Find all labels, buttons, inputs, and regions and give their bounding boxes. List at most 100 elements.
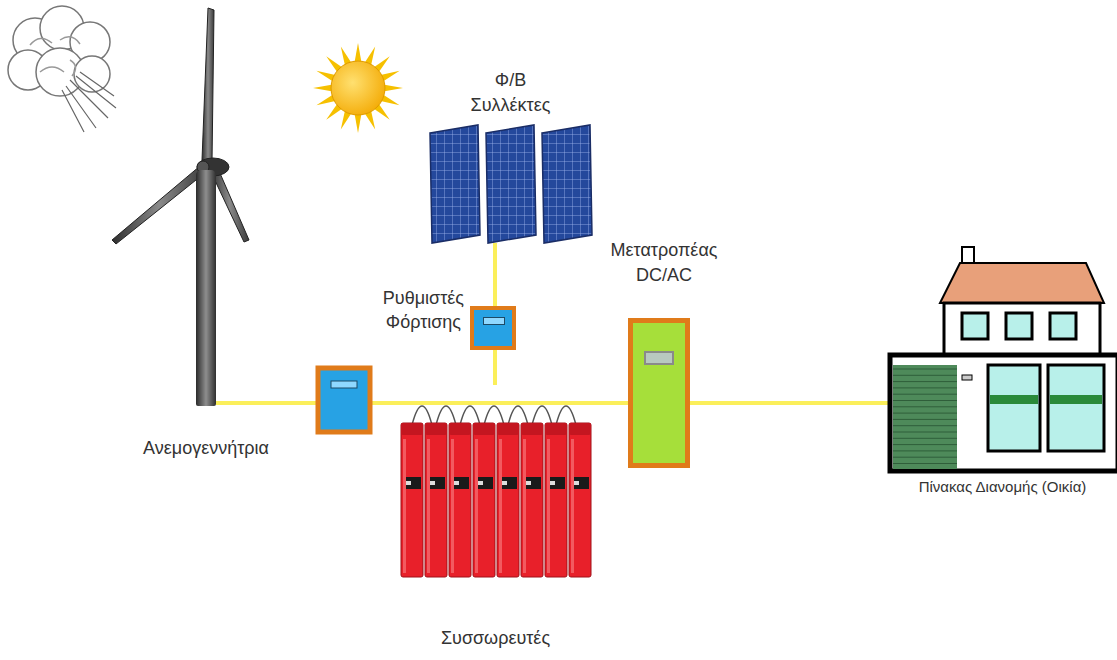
- battery-link: [460, 406, 480, 425]
- battery-link: [412, 406, 432, 425]
- battery-cell-part: [473, 423, 495, 577]
- battery-cell-part: [401, 423, 423, 435]
- charge-controller: [318, 368, 370, 432]
- battery-cell-part: [430, 481, 435, 485]
- house-shape-part: [1050, 395, 1102, 404]
- inverter-box: Μετατροπέας DC/AC: [628, 318, 690, 468]
- controller-display: [483, 317, 505, 325]
- house-shape-part: [893, 450, 957, 451]
- house-shape-part: [988, 365, 1040, 451]
- house-shape-part: [893, 369, 957, 370]
- label-text: Πίνακας Διανομής (Οικία): [915, 477, 1090, 497]
- house-shape-part: [893, 419, 957, 420]
- house-shape-part: [893, 425, 957, 426]
- pv-panel: [542, 125, 592, 243]
- house-shape-part: [893, 444, 957, 445]
- pv-panels: Φ/Β Συλλέκτες: [428, 125, 593, 243]
- house-shape-part: [893, 438, 957, 439]
- battery-bank: Συσσωρευτές: [398, 385, 593, 580]
- house-shape-part: [944, 303, 1100, 355]
- battery-link: [532, 406, 552, 425]
- battery-cell-part: [427, 439, 430, 573]
- battery-cell-part: [406, 481, 411, 485]
- battery-cell-part: [478, 481, 483, 485]
- house-shape-part: [893, 463, 957, 464]
- battery-cell-part: [569, 423, 591, 435]
- battery-cell-part: [454, 481, 459, 485]
- wind-turbine: Ανεμογεννήτρια: [196, 170, 216, 406]
- battery-cell-part: [521, 423, 543, 435]
- house-shape-part: [893, 457, 957, 458]
- battery-link: [484, 406, 504, 425]
- battery-cell-part: [550, 481, 555, 485]
- house-shape-part: [890, 355, 1117, 471]
- battery-cell-part: [473, 423, 495, 435]
- sun-symbol-part: [331, 61, 385, 115]
- charge-controller-part: [318, 368, 370, 432]
- battery-cell: [473, 423, 495, 577]
- house-shape-part: [1048, 365, 1104, 451]
- charge-controller: Ρυθμιστές Φόρτισης: [470, 306, 516, 350]
- battery-cell-part: [497, 423, 519, 577]
- house-shape: [888, 245, 1117, 473]
- battery-link: [436, 406, 456, 425]
- battery-cell: [497, 423, 519, 577]
- battery-cell-part: [425, 423, 447, 577]
- house: Πίνακας Διανομής (Οικία): [888, 245, 1117, 473]
- battery-cell-part: [574, 481, 579, 485]
- component-label: Συσσωρευτές: [441, 626, 550, 650]
- label-text: Φ/Β Συλλέκτες: [471, 68, 551, 117]
- house-shape-part: [1050, 313, 1076, 339]
- house-shape-part: [962, 313, 988, 339]
- battery-cell-part: [451, 439, 454, 573]
- house-shape-part: [893, 432, 957, 433]
- pv-panel: [430, 125, 480, 243]
- sun-symbol-part: [313, 43, 403, 133]
- wind-cloud-part: [74, 56, 110, 92]
- battery-cell: [569, 423, 591, 577]
- pv-panel-shape: [428, 125, 593, 243]
- battery-shape: [398, 385, 593, 580]
- house-shape-part: [893, 387, 957, 388]
- battery-cell-part: [499, 439, 502, 573]
- component-label: Μετατροπέας DC/AC: [611, 238, 718, 287]
- battery-cell-part: [571, 439, 574, 573]
- wind-cloud: [8, 6, 116, 132]
- turbine-rotor-part: [202, 8, 214, 162]
- battery-cell-part: [526, 481, 531, 485]
- house-shape-part: [940, 263, 1104, 303]
- wind-cloud-part: [30, 37, 80, 76]
- battery-link: [508, 406, 528, 425]
- battery-cell-part: [475, 439, 478, 573]
- label-text: Ρυθμιστές Φόρτισης: [383, 286, 464, 335]
- battery-cell: [449, 423, 471, 577]
- house-shape-part: [962, 375, 972, 380]
- component-label: Ρυθμιστές Φόρτισης: [383, 286, 464, 335]
- house-shape-part: [1006, 313, 1032, 339]
- battery-cell-part: [502, 481, 507, 485]
- power-wire: [493, 243, 497, 306]
- house-shape-part: [893, 381, 957, 382]
- sun-symbol: [313, 43, 403, 133]
- battery-cell-part: [569, 423, 591, 577]
- turbine-rotor: [112, 8, 249, 244]
- power-wire: [690, 401, 888, 405]
- battery-cell-part: [497, 423, 519, 435]
- house-shape-part: [893, 365, 957, 469]
- house-shape-part: [990, 395, 1038, 404]
- component-label: Ανεμογεννήτρια: [143, 436, 269, 460]
- component-label: Φ/Β Συλλέκτες: [471, 68, 551, 117]
- charge-controller-part: [331, 381, 357, 388]
- label-text: Συσσωρευτές: [441, 626, 550, 650]
- battery-cell-part: [523, 439, 526, 573]
- label-text: Ανεμογεννήτρια: [143, 436, 269, 460]
- battery-cell-part: [521, 423, 543, 577]
- pv-panel: [486, 125, 536, 243]
- battery-cell-part: [403, 439, 406, 573]
- battery-cell: [521, 423, 543, 577]
- house-shape-part: [893, 406, 957, 407]
- house-shape-part: [893, 400, 957, 401]
- battery-cell-part: [425, 423, 447, 435]
- battery-cell: [401, 423, 423, 577]
